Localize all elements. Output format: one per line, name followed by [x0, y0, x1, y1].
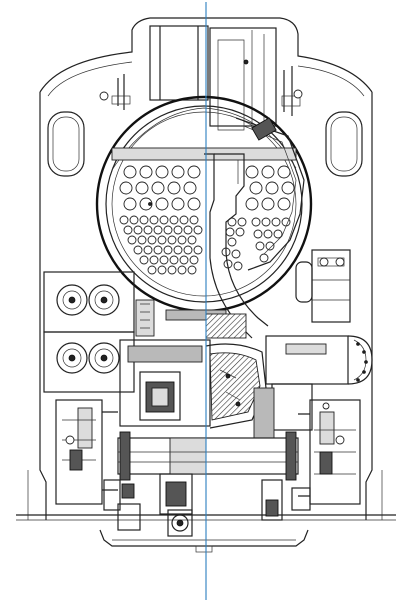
- boiler-tubes-left: [119, 165, 203, 275]
- cylinder-sections: [119, 309, 267, 429]
- boiler-tubes-right: [221, 165, 295, 271]
- axle-assembly: [117, 431, 299, 537]
- cab-windows: [47, 111, 363, 177]
- right-cylinder: [253, 335, 373, 439]
- right-side-equipment: [295, 249, 351, 323]
- right-lower-frame: [291, 399, 361, 511]
- left-cylinder-block: [43, 271, 155, 393]
- left-lower-frame: [55, 399, 141, 531]
- chimney-and-dome: [99, 25, 303, 131]
- buffer-beam-base: [99, 529, 309, 553]
- blast-pipe: [204, 117, 305, 339]
